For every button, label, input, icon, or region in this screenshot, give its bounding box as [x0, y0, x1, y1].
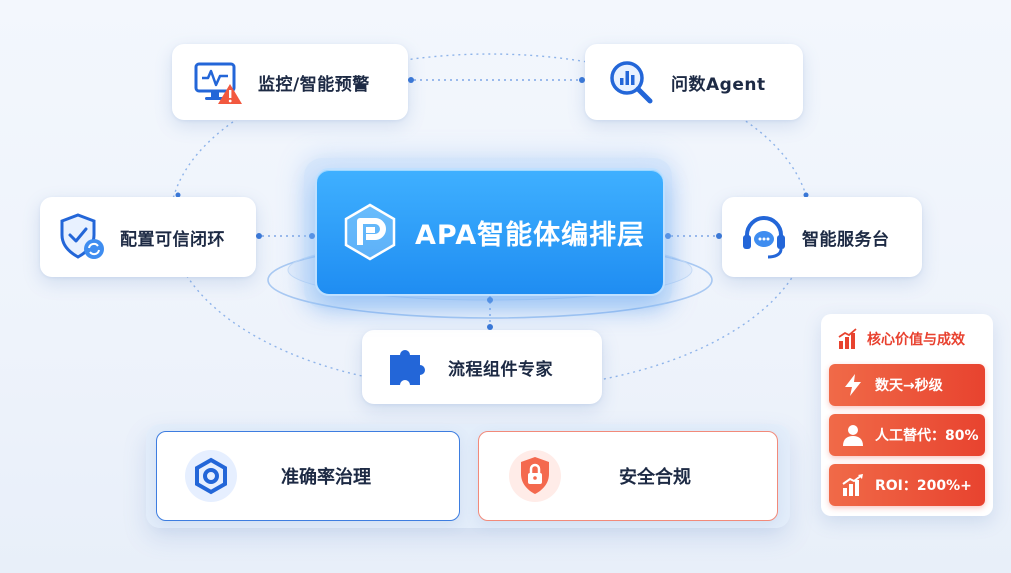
- node-monitor-alert[interactable]: 监控/智能预警: [172, 44, 408, 120]
- node-process-label: 流程组件专家: [448, 359, 553, 380]
- shield-check-icon: [60, 213, 104, 259]
- node-service-label: 智能服务台: [802, 229, 890, 250]
- foundation-security[interactable]: 安全合规: [478, 431, 778, 521]
- headset-icon: [743, 216, 785, 259]
- node-config-label: 配置可信闭环: [120, 229, 225, 250]
- hexagon-nut-icon: [185, 450, 237, 502]
- foundation-security-label: 安全合规: [619, 467, 691, 488]
- foundation-accuracy[interactable]: 准确率治理: [156, 431, 460, 521]
- person-icon: [843, 425, 863, 446]
- node-service-desk[interactable]: 智能服务台: [722, 197, 922, 277]
- bar-chart-up-icon: [838, 328, 857, 349]
- value-item-text: ROI：200%+: [875, 478, 972, 494]
- value-item-text: 数天→秒级: [875, 378, 943, 394]
- central-title: APA智能体编排层: [415, 219, 646, 251]
- node-wenshu-label: 问数Agent: [671, 74, 766, 95]
- value-item-labor: 人工替代：80%: [829, 414, 985, 456]
- growth-chart-icon: [842, 474, 863, 496]
- monitor-alert-icon: [194, 62, 242, 104]
- value-item-text: 人工替代：80%: [875, 428, 979, 444]
- apa-logo-icon: [344, 203, 396, 261]
- foundation-accuracy-label: 准确率治理: [281, 467, 371, 488]
- central-orchestration-layer[interactable]: APA智能体编排层: [315, 168, 665, 296]
- connector-dots: [175, 77, 809, 330]
- puzzle-icon: [390, 349, 425, 385]
- node-monitor-label: 监控/智能预警: [258, 74, 370, 95]
- lightning-icon: [845, 374, 861, 396]
- value-item-roi: ROI：200%+: [829, 464, 985, 506]
- shield-lock-icon: [509, 450, 561, 502]
- magnifier-chart-icon: [610, 61, 653, 104]
- value-panel: 核心价值与成效 数天→秒级 人工替代：80% ROI：200%+: [821, 314, 993, 516]
- value-panel-header: 核心价值与成效: [829, 322, 985, 356]
- node-config-loop[interactable]: 配置可信闭环: [40, 197, 256, 277]
- node-wenshu-agent[interactable]: 问数Agent: [585, 44, 803, 120]
- node-process-expert[interactable]: 流程组件专家: [362, 330, 602, 404]
- value-item-speed: 数天→秒级: [829, 364, 985, 406]
- value-panel-title: 核心价值与成效: [867, 332, 965, 348]
